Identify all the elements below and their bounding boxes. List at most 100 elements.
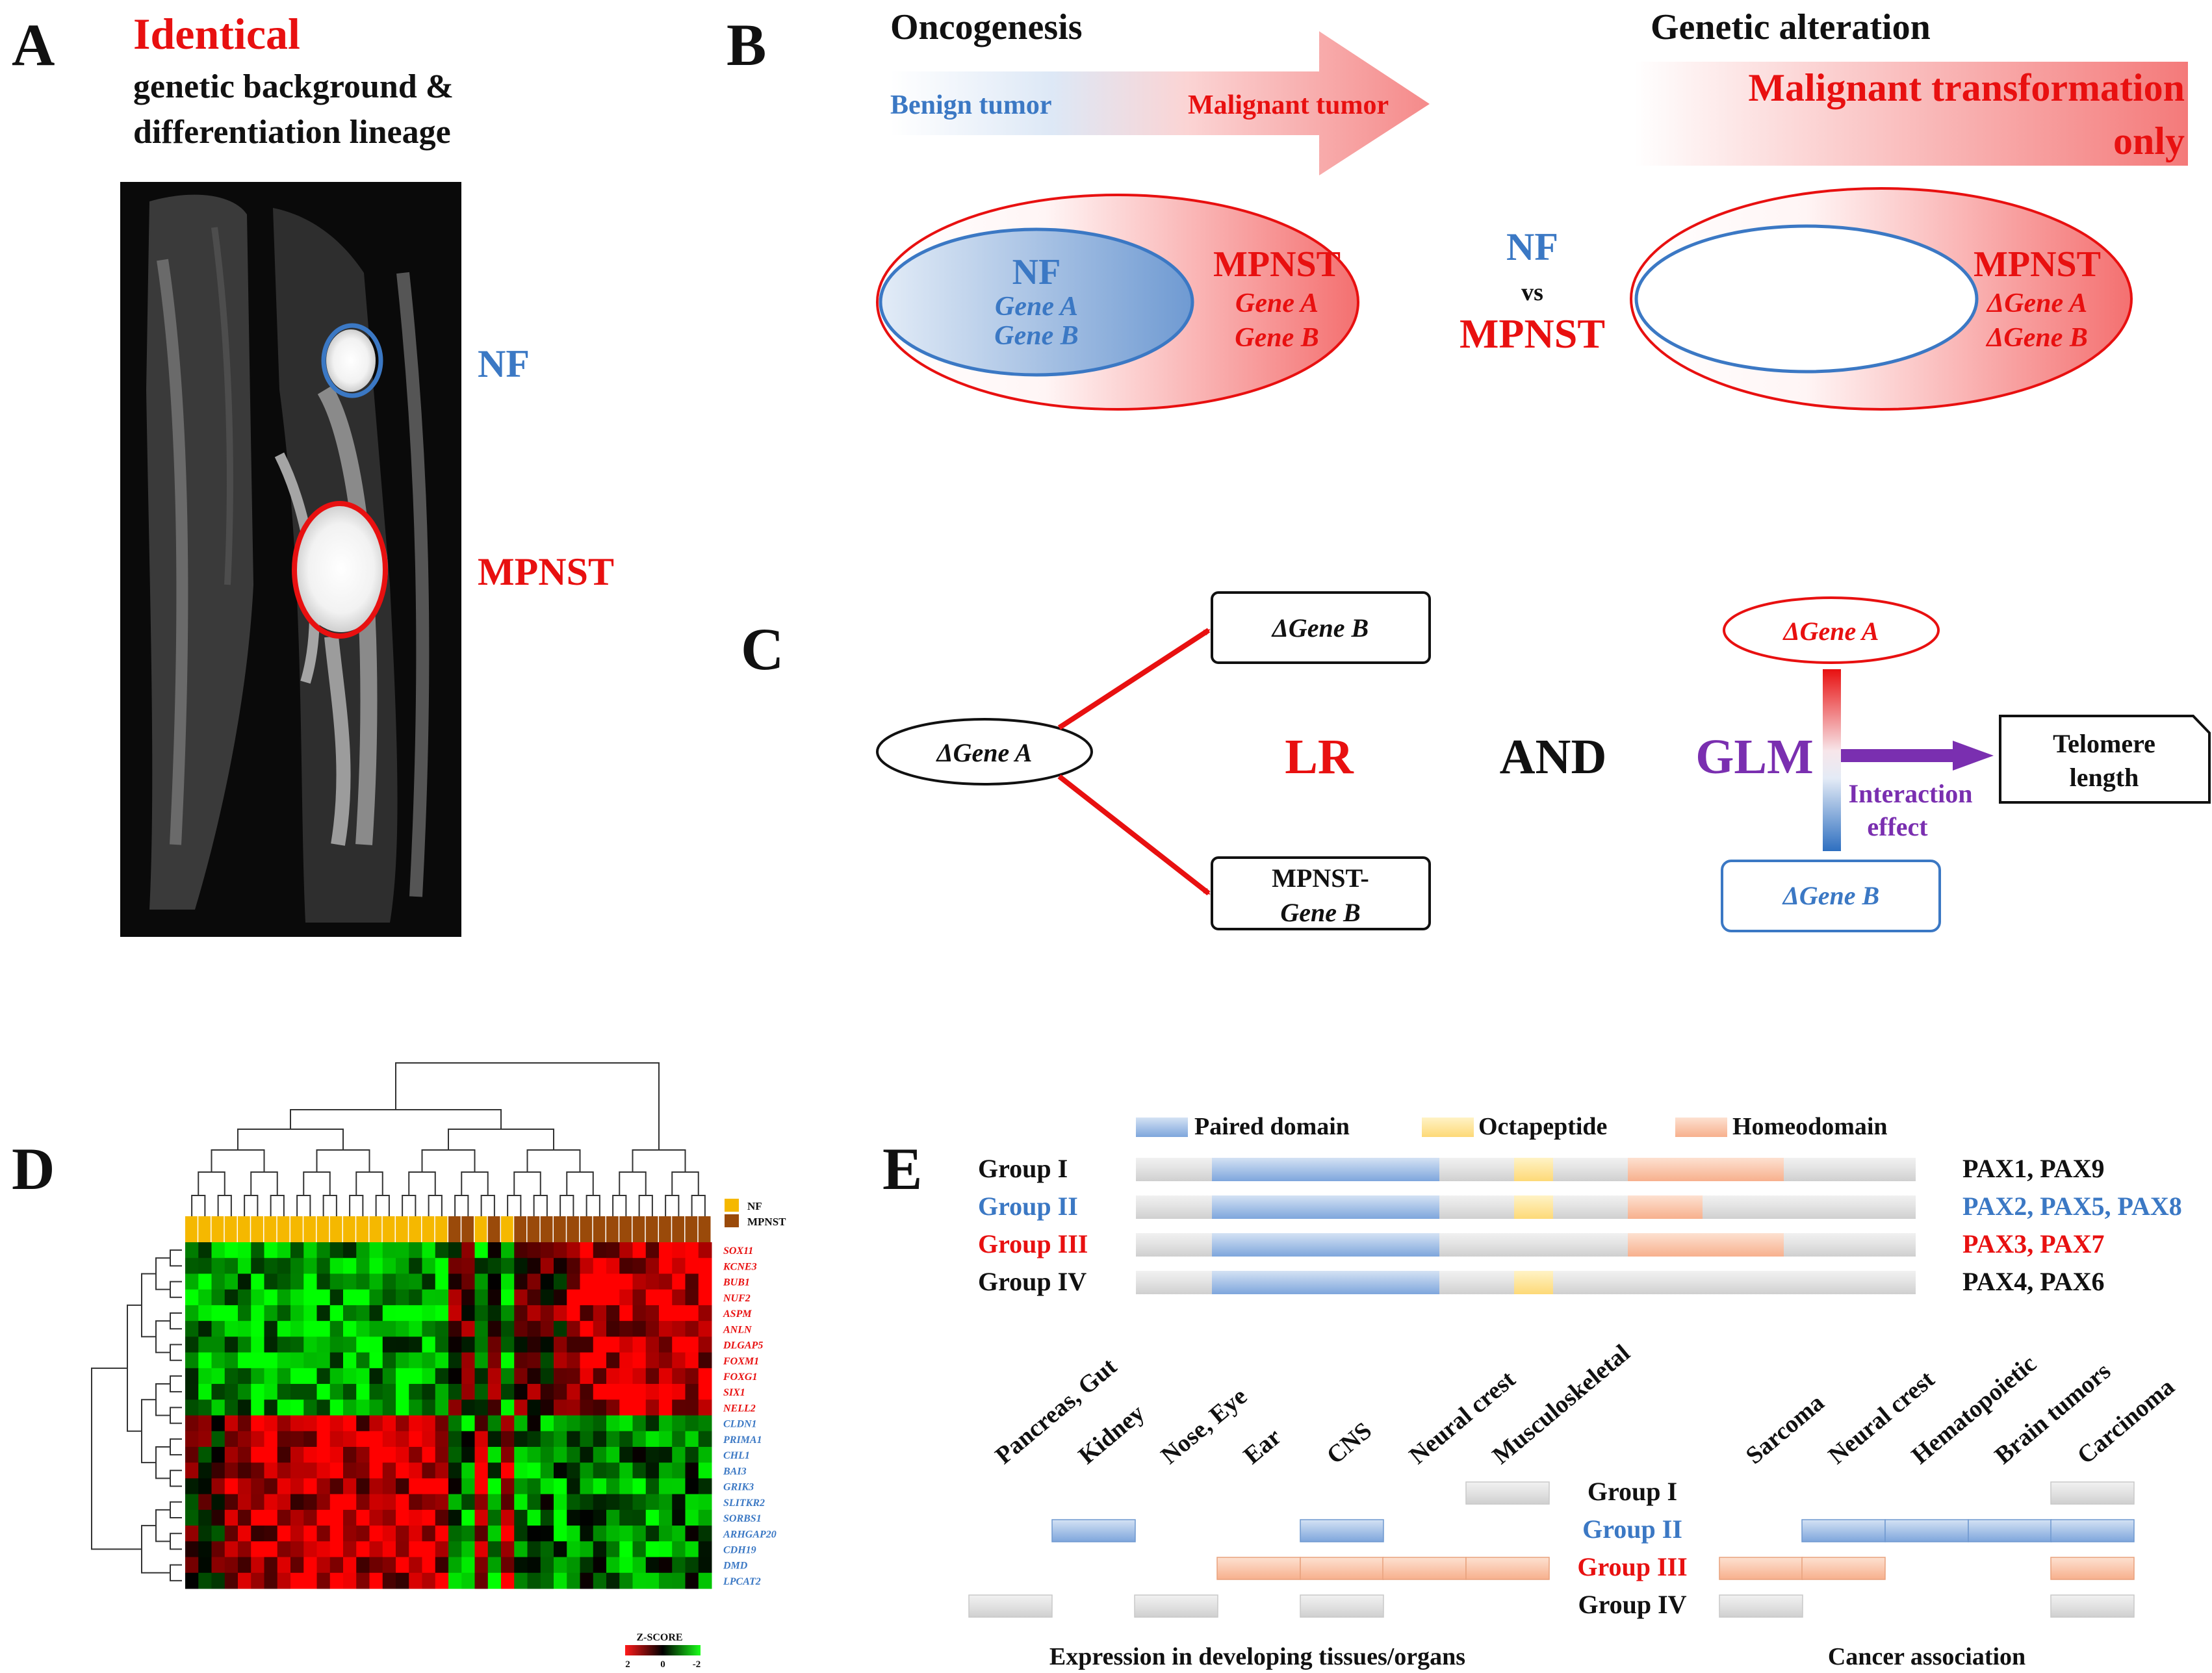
sample-class-cell [514, 1216, 526, 1242]
heatmap-cell [580, 1462, 594, 1479]
dendrogram-link [170, 1501, 182, 1518]
heatmap-cell [277, 1305, 291, 1322]
heatmap-cell [396, 1526, 409, 1542]
heatmap-cell [409, 1384, 422, 1400]
heatmap-cell [659, 1572, 673, 1589]
dendrogram-link [480, 1195, 495, 1216]
panel-e: Paired domain Octapeptide Homeodomain Gr… [968, 1113, 2182, 1670]
cancer-association-cell [1801, 1519, 1886, 1542]
heatmap-cell [185, 1415, 199, 1432]
heatmap-cell [329, 1557, 344, 1574]
heatmap-cell [198, 1399, 212, 1416]
heatmap-cell [303, 1336, 317, 1353]
heatmap-cell [474, 1336, 489, 1353]
heatmap-cell [185, 1431, 199, 1448]
panel-letter-c: C [741, 616, 784, 682]
heatmap-cell [554, 1557, 567, 1574]
heatmap-cell [198, 1572, 212, 1589]
dendrogram-link [665, 1195, 680, 1216]
heatmap-cell [487, 1336, 502, 1353]
heatmap-cell [567, 1258, 580, 1274]
heatmap-cell [369, 1336, 383, 1353]
heatmap-cell [224, 1478, 238, 1495]
heatmap-cell [396, 1462, 409, 1479]
heatmap-cell [685, 1384, 699, 1400]
heatmap-cell [461, 1368, 475, 1385]
heatmap-cell [685, 1494, 699, 1511]
heatmap-cell [501, 1242, 515, 1258]
heatmap-cell [435, 1431, 449, 1448]
heatmap-cell [329, 1431, 344, 1448]
heatmap-cell [290, 1399, 304, 1416]
heatmap-cell [554, 1462, 567, 1479]
heatmap-cell [369, 1541, 383, 1558]
heatmap-cell [316, 1258, 331, 1274]
gene-a-node [876, 718, 1093, 785]
heatmap-cell [527, 1509, 541, 1526]
heatmap-cell [277, 1478, 291, 1495]
heatmap-cell [659, 1305, 673, 1322]
legend-mpnst-swatch [725, 1214, 739, 1227]
heatmap-cell [474, 1352, 489, 1369]
gene-label: ANLN [723, 1324, 752, 1335]
heatmap-cell [540, 1368, 554, 1385]
heatmap-cell [461, 1462, 475, 1479]
heatmap-cell [224, 1368, 238, 1385]
heatmap-cell [527, 1446, 541, 1463]
heatmap-cell [698, 1399, 712, 1416]
heatmap-cell [514, 1541, 528, 1558]
paired-domain [1212, 1195, 1439, 1219]
heatmap-cell [303, 1305, 317, 1322]
heatmap-cell [343, 1478, 357, 1495]
heatmap-cell [369, 1368, 383, 1385]
heatmap-cell [316, 1242, 331, 1258]
heatmap-cell [251, 1384, 264, 1400]
heatmap-cell [461, 1258, 475, 1274]
heatmap-cell [501, 1289, 515, 1306]
heatmap-cell [474, 1526, 489, 1542]
heatmap-cell [554, 1541, 567, 1558]
heatmap-cell [606, 1509, 620, 1526]
heatmap-cell [382, 1242, 396, 1258]
heatmap-cell [514, 1242, 528, 1258]
heatmap-cell [251, 1494, 264, 1511]
heatmap-cell [487, 1572, 502, 1589]
heatmap-cell [211, 1494, 225, 1511]
gene-label: SLITKR2 [723, 1498, 765, 1509]
dendrogram-link [127, 1304, 142, 1432]
heatmap-cell [224, 1289, 238, 1306]
mpnst-gene-b-node [1211, 856, 1431, 930]
legend-octapeptide-label: Octapeptide [1478, 1113, 1607, 1140]
dendrogram-link [619, 1171, 647, 1195]
heatmap-cell [277, 1572, 291, 1589]
heatmap-cell [554, 1368, 567, 1385]
heatmap-cell [303, 1509, 317, 1526]
group-members: PAX3, PAX7 [1962, 1229, 2104, 1258]
panel-a-nf-label: NF [478, 342, 530, 385]
group-members: PAX1, PAX9 [1962, 1154, 2104, 1183]
heatmap-cell [409, 1258, 422, 1274]
heatmap-cell [277, 1258, 291, 1274]
heatmap-cell [316, 1305, 331, 1322]
heatmap-cell [198, 1305, 212, 1322]
heatmap-cell [645, 1557, 660, 1574]
heatmap-cell [632, 1509, 647, 1526]
heatmap-cell [567, 1305, 580, 1322]
gene-b-node [1211, 591, 1431, 664]
gene-label: NUF2 [723, 1293, 751, 1304]
heatmap-cell [198, 1258, 212, 1274]
heatmap-cell [487, 1494, 502, 1511]
heatmap-cell [238, 1494, 251, 1511]
heatmap-cell [251, 1399, 264, 1416]
heatmap-cell [422, 1258, 436, 1274]
heatmap-cell [593, 1478, 607, 1495]
heatmap-cell [343, 1557, 357, 1574]
octapeptide-domain [1514, 1195, 1553, 1219]
gene-label: BAI3 [723, 1466, 747, 1477]
heatmap-cell [632, 1572, 647, 1589]
heatmap-cell [303, 1352, 317, 1369]
heatmap-cell [185, 1273, 199, 1290]
heatmap-cell [409, 1305, 422, 1322]
heatmap-cell [580, 1446, 594, 1463]
